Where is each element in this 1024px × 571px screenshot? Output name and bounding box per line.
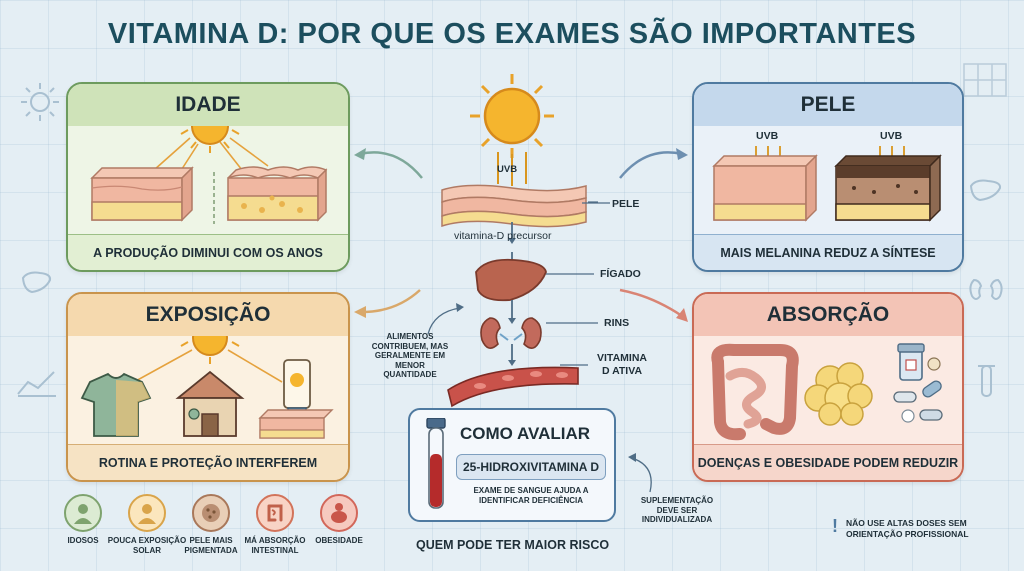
- absorption-illustration: [694, 336, 962, 448]
- pointer-line-kidneys: [546, 322, 598, 324]
- blood-vessel-icon: [447, 366, 579, 408]
- supplement-note: SUPLEMENTAÇÃO DEVE SER INDIVIDUALIZADA: [640, 496, 714, 525]
- aged-skin-block: [227, 166, 328, 222]
- liver-icon: [475, 258, 547, 302]
- vitamin-d-pathway-illustration: [441, 74, 598, 408]
- exposure-illustration: [68, 336, 348, 448]
- supplement-arrow-icon: [628, 453, 652, 493]
- pointer-line-skin: [582, 202, 610, 204]
- risk-group-pigmented-skin: PELE MAIS PIGMENTADA: [166, 494, 256, 555]
- liver-outline-icon: [21, 271, 52, 294]
- risk-label-elderly: IDOSOS: [67, 536, 99, 545]
- risk-title: QUEM PODE TER MAIOR RISCO: [416, 538, 610, 552]
- exposure-panel-footer: ROTINA E PROTEÇÃO INTERFEREM: [68, 444, 348, 480]
- risk-group-elderly: IDOSOS: [38, 494, 128, 546]
- pointer-line-liver: [546, 273, 594, 275]
- assessment-box: COMO AVALIAR 25-HIDROXIVITAMINA D EXAME …: [408, 408, 616, 522]
- arrow-to-absorption-icon: [619, 288, 688, 322]
- sun-icon: [180, 126, 240, 153]
- elderly-icon: [64, 494, 102, 532]
- age-panel-footer: A PRODUÇÃO DIMINUI COM OS ANOS: [68, 234, 348, 270]
- shirt-icon: [80, 372, 152, 437]
- arrow-to-age-icon: [354, 148, 423, 179]
- liver-label: FÍGADO: [600, 268, 641, 280]
- test-tube-outline-icon: [978, 365, 995, 397]
- kidneys-label: RINS: [604, 317, 630, 329]
- grid-outline-icon: [963, 63, 1007, 97]
- age-panel: IDADE: [66, 82, 350, 272]
- absorption-panel-footer: DOENÇAS E OBESIDADE PODEM REDUZIR: [694, 444, 962, 480]
- risk-label-pigmented-skin: PELE MAIS PIGMENTADA: [184, 536, 238, 555]
- dark-skin-block: [834, 154, 942, 222]
- skin-panel-title: PELE: [694, 84, 962, 126]
- sun-outline-icon: [21, 83, 59, 121]
- intestine-small-icon: [256, 494, 294, 532]
- absorption-panel: ABSORÇÃO: [692, 292, 964, 482]
- risk-label-obesity: OBESIDADE: [315, 536, 363, 545]
- precursor-label: vitamina-D precursor: [454, 230, 552, 242]
- absorption-scene-illustration: [711, 343, 943, 441]
- absorption-panel-title: ABSORÇÃO: [694, 294, 962, 336]
- uvb-label-right: UVB: [880, 130, 903, 142]
- warning-text: NÃO USE ALTAS DOSES SEM ORIENTAÇÃO PROFI…: [846, 518, 969, 539]
- intestine-icon: [711, 343, 799, 441]
- assessment-description: EXAME DE SANGUE AJUDA A IDENTIFICAR DEFI…: [473, 486, 589, 505]
- skin-panel-footer: MAIS MELANINA REDUZ A SÍNTESE: [694, 234, 962, 270]
- pills-icon: [893, 343, 943, 423]
- sunscreen-tube-icon: [258, 359, 334, 439]
- kidneys-icon: [480, 317, 542, 349]
- central-skin-layer: [441, 184, 587, 228]
- chart-outline-icon: [17, 371, 56, 397]
- risk-label-low-sun: POUCA EXPOSIÇÃO SOLAR: [107, 536, 187, 555]
- pointer-line-active: [560, 364, 588, 366]
- melanin-skin-illustration: [712, 146, 942, 222]
- sun-icon: [180, 336, 240, 364]
- risk-group-obesity: OBESIDADE: [294, 494, 384, 546]
- page-title: VITAMINA D: POR QUE OS EXAMES SÃO IMPORT…: [107, 18, 917, 50]
- age-illustration: [68, 126, 348, 238]
- skin-illustration: UVB UVB: [694, 126, 962, 238]
- exposure-panel-title: EXPOSIÇÃO: [68, 294, 348, 336]
- house-icon: [175, 370, 245, 437]
- pigmented-skin-icon: [192, 494, 230, 532]
- assessment-test-badge: 25-HIDROXIVITAMINA D: [456, 454, 606, 480]
- central-sun-icon: [470, 74, 554, 158]
- kidneys-outline-icon: [969, 278, 1003, 300]
- age-panel-title: IDADE: [68, 84, 348, 126]
- light-skin-block: [712, 154, 818, 222]
- risk-group-malabsorption: MÁ ABSORÇÃO INTESTINAL: [230, 494, 320, 555]
- obesity-icon: [320, 494, 358, 532]
- active-vitamin-label: VITAMINA D ATIVA: [597, 352, 647, 377]
- aging-skin-illustration: [90, 126, 328, 224]
- exposure-scene-illustration: [80, 336, 334, 439]
- risk-group-low-sun: POUCA EXPOSIÇÃO SOLAR: [102, 494, 192, 555]
- arrow-to-skin-icon: [619, 148, 688, 179]
- exposure-panel: EXPOSIÇÃO: [66, 292, 350, 482]
- food-arrow-icon: [427, 303, 464, 335]
- fat-cells-icon: [804, 362, 873, 426]
- food-note: ALIMENTOS CONTRIBUEM, MAS GERALMENTE EM …: [371, 332, 449, 380]
- warning-icon: !: [832, 516, 838, 536]
- liver-outline-icon-right: [969, 179, 1002, 202]
- uvb-label-left: UVB: [756, 130, 779, 142]
- skin-panel: PELE UVB UVB MAIS MELANI: [692, 82, 964, 272]
- uvb-label-center: UVB: [497, 164, 518, 175]
- blood-tube-icon: [426, 418, 446, 509]
- assessment-title: COMO AVALIAR: [460, 424, 591, 443]
- skin-layer-label: PELE: [612, 198, 640, 210]
- low-sun-icon: [128, 494, 166, 532]
- young-skin-block: [90, 166, 194, 222]
- arrow-to-exposure-icon: [354, 289, 421, 318]
- risk-label-malabsorption: MÁ ABSORÇÃO INTESTINAL: [244, 536, 306, 555]
